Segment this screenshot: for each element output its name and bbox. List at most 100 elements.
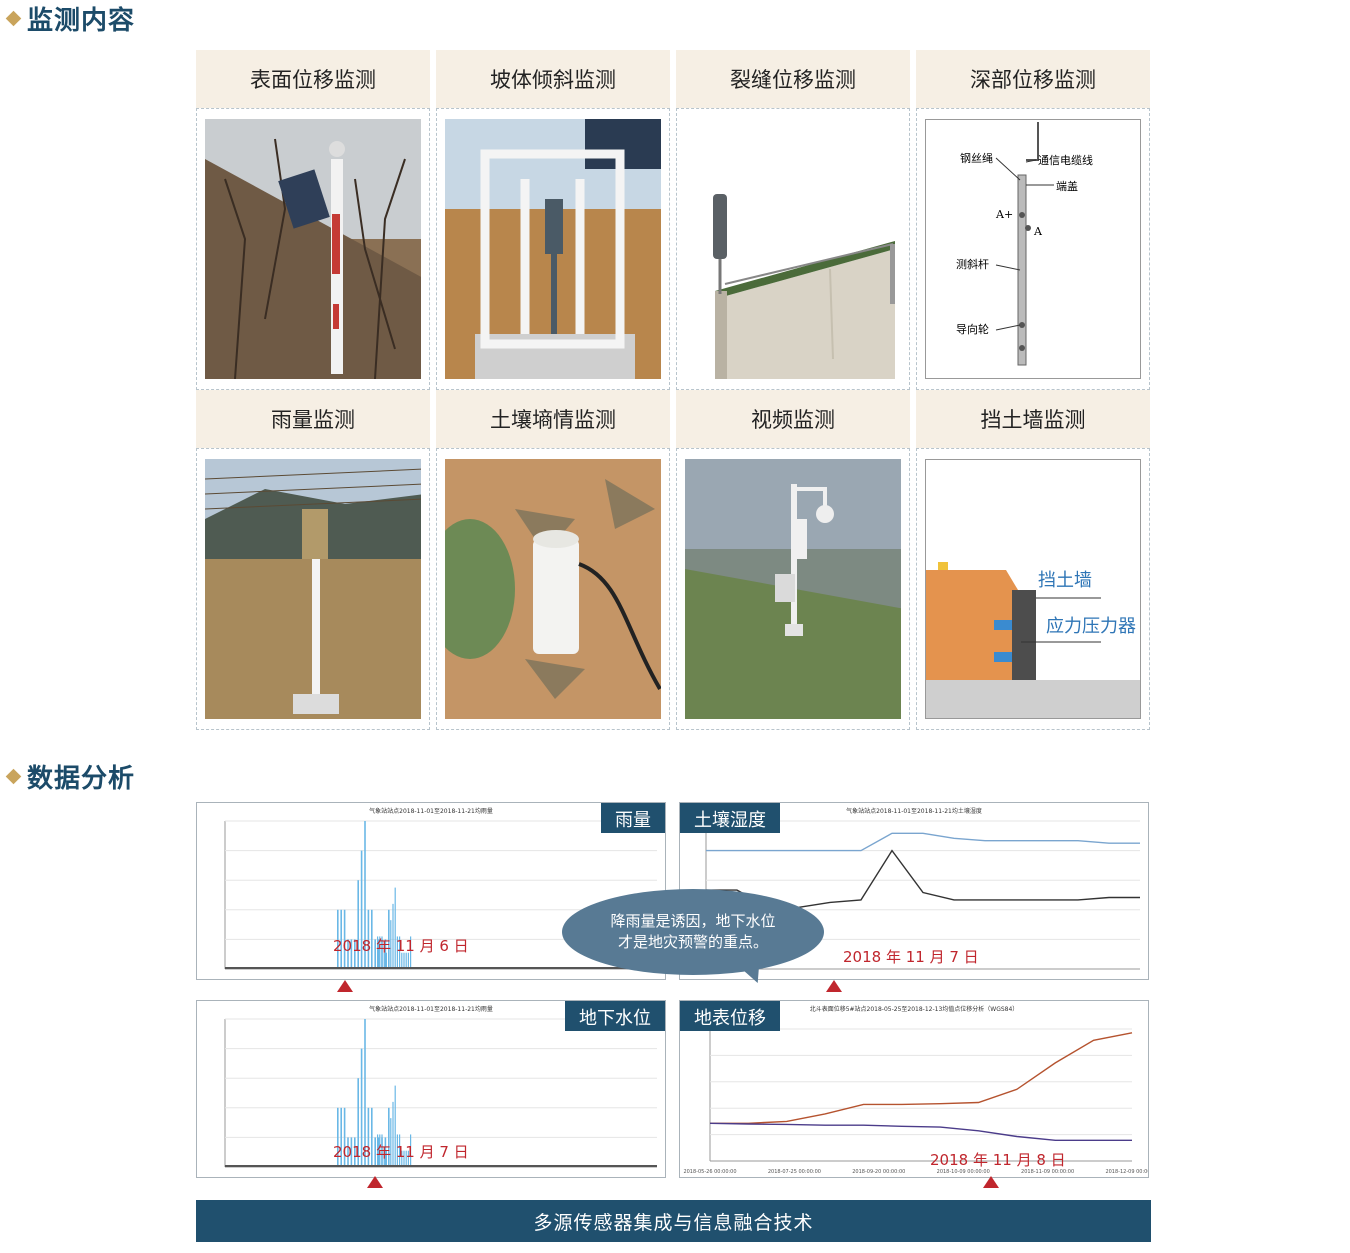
chart-bar bbox=[367, 1107, 370, 1167]
x-tick-label: 2018-05-26 00:00:00 bbox=[683, 1169, 736, 1175]
monitor-grid-row-1: 表面位移监测 坡体倾斜监测 裂缝位移监测 深部位移监测 bbox=[196, 50, 1151, 390]
rain-chart-plot bbox=[224, 820, 657, 970]
chart-bar bbox=[350, 939, 353, 969]
monitor-label: 挡土墙监测 bbox=[916, 390, 1150, 448]
groundwater-chart: 气象站站点2018-11-01至2018-11-21均雨量 地下水位 2018 … bbox=[196, 1000, 666, 1178]
chart-bar bbox=[340, 909, 342, 969]
x-tick-label: 2018-07-25 00:00:00 bbox=[768, 1169, 821, 1175]
monitor-image-cell: 钢丝绳 通信电缆线 端盖 A+ A 测斜杆 导向轮 bbox=[916, 108, 1150, 390]
chart-bar bbox=[360, 1048, 363, 1167]
chart-bar bbox=[367, 909, 370, 969]
slope-tilt-photo bbox=[445, 119, 661, 379]
chart-bar bbox=[394, 887, 396, 969]
chart-bar bbox=[396, 1134, 398, 1167]
marker-triangle-icon bbox=[367, 1176, 383, 1188]
chart-label-rain: 雨量 bbox=[601, 803, 665, 833]
monitor-label: 视频监测 bbox=[676, 390, 910, 448]
crack-displacement-render bbox=[685, 119, 901, 379]
chart-bar bbox=[340, 1107, 342, 1167]
series-line bbox=[706, 832, 1140, 852]
chart-bar bbox=[343, 909, 346, 969]
marker-triangle-icon bbox=[983, 1176, 999, 1188]
chart-bar bbox=[407, 952, 409, 969]
chart-bar bbox=[381, 1134, 383, 1167]
retaining-wall-diagram: 挡土墙 应力压力器 bbox=[925, 459, 1141, 719]
soil-moisture-photo bbox=[445, 459, 661, 719]
date-note: 2018 年 11 月 7 日 bbox=[333, 1143, 469, 1161]
chart-bar bbox=[385, 1150, 387, 1167]
chart-bar bbox=[377, 1134, 379, 1167]
series-line bbox=[710, 1032, 1133, 1125]
diagram-label-retaining-wall: 挡土墙 bbox=[1038, 570, 1092, 591]
chart-label-groundwater: 地下水位 bbox=[565, 1001, 665, 1031]
surface-displacement-photo bbox=[205, 119, 421, 379]
chart-bar bbox=[384, 939, 387, 969]
diagram-label-guide-wheel: 导向轮 bbox=[956, 323, 989, 336]
chart-bar bbox=[379, 1134, 381, 1167]
chart-bar bbox=[383, 952, 385, 969]
diagram-label-a: A bbox=[1034, 225, 1042, 238]
chart-bar bbox=[396, 936, 398, 969]
chart-bar bbox=[410, 936, 412, 969]
chart-label-surface: 地表位移 bbox=[680, 1001, 780, 1031]
chart-bar bbox=[388, 1150, 390, 1167]
chart-bar bbox=[347, 939, 349, 969]
monitor-image-cell bbox=[196, 448, 430, 730]
diagram-label-inclinometer: 测斜杆 bbox=[956, 258, 989, 271]
date-note: 2018 年 11 月 6 日 bbox=[333, 937, 469, 955]
series-line bbox=[709, 1122, 1132, 1142]
chart-bar bbox=[410, 1134, 412, 1167]
marker-triangle-icon bbox=[826, 980, 842, 992]
callout-bubble: 降雨量是诱因，地下水位 才是地灾预警的重点。 bbox=[562, 889, 824, 975]
chart-bar bbox=[405, 952, 407, 969]
monitor-image-cell bbox=[196, 108, 430, 390]
chart-bar bbox=[364, 821, 366, 969]
chart-bar bbox=[392, 1101, 394, 1167]
diagram-label-a-plus: A+ bbox=[996, 208, 1014, 221]
footer-banner: 多源传感器集成与信息融合技术 bbox=[196, 1200, 1151, 1242]
video-camera-photo bbox=[685, 459, 901, 719]
callout-line-2: 才是地灾预警的重点。 bbox=[617, 933, 768, 951]
chart-bar bbox=[388, 952, 390, 969]
monitor-image-cell bbox=[436, 108, 670, 390]
chart-bar bbox=[377, 1137, 380, 1167]
chart-bar bbox=[381, 936, 383, 969]
diagram-label-pressure-sensor: 应力压力器 bbox=[1046, 616, 1136, 637]
section-title-analysis: 数据分析 bbox=[5, 758, 136, 795]
chart-title: 北斗表面位移5#站点2018-05-25至2018-12-13均值点位移分析（W… bbox=[809, 1006, 1019, 1013]
chart-label-soil: 土壤湿度 bbox=[680, 803, 780, 833]
chart-bar bbox=[379, 936, 381, 969]
chart-bar bbox=[405, 1150, 407, 1167]
chart-bar bbox=[347, 1137, 349, 1167]
chart-bar bbox=[354, 939, 356, 969]
deep-displacement-diagram: 钢丝绳 通信电缆线 端盖 A+ A 测斜杆 导向轮 bbox=[925, 119, 1141, 379]
section-title-text: 监测内容 bbox=[27, 6, 136, 36]
chart-bar bbox=[374, 1137, 376, 1167]
chart-bar bbox=[374, 939, 376, 969]
chart-bar bbox=[371, 909, 373, 969]
x-tick-label: 2018-10-09 00:00:00 bbox=[937, 1169, 990, 1175]
chart-bar bbox=[401, 1150, 403, 1167]
monitor-image-cell: 挡土墙 应力压力器 bbox=[916, 448, 1150, 730]
chart-bar bbox=[392, 903, 394, 969]
chart-bar bbox=[407, 1150, 409, 1167]
chart-bar bbox=[390, 920, 392, 969]
chart-bar bbox=[399, 1134, 401, 1167]
rain-gauge-photo bbox=[205, 459, 421, 719]
chart-bar bbox=[377, 939, 380, 969]
chart-bar bbox=[403, 952, 405, 969]
section-title-text: 数据分析 bbox=[27, 764, 136, 794]
monitor-label: 雨量监测 bbox=[196, 390, 430, 448]
section-title-monitoring: 监测内容 bbox=[5, 0, 136, 37]
chart-bar bbox=[371, 1107, 373, 1167]
monitor-image-cell bbox=[676, 448, 910, 730]
chart-bar bbox=[384, 1137, 387, 1167]
monitor-image-cell bbox=[676, 108, 910, 390]
chart-bar bbox=[394, 1085, 396, 1167]
diagram-label-wire-rope: 钢丝绳 bbox=[960, 152, 993, 165]
date-note: 2018 年 11 月 7 日 bbox=[843, 948, 979, 966]
chart-bar bbox=[360, 850, 363, 969]
chart-bar bbox=[354, 1137, 356, 1167]
x-tick-label: 2018-12-09 00:00:00 bbox=[1105, 1169, 1149, 1175]
monitor-image-cell bbox=[436, 448, 670, 730]
